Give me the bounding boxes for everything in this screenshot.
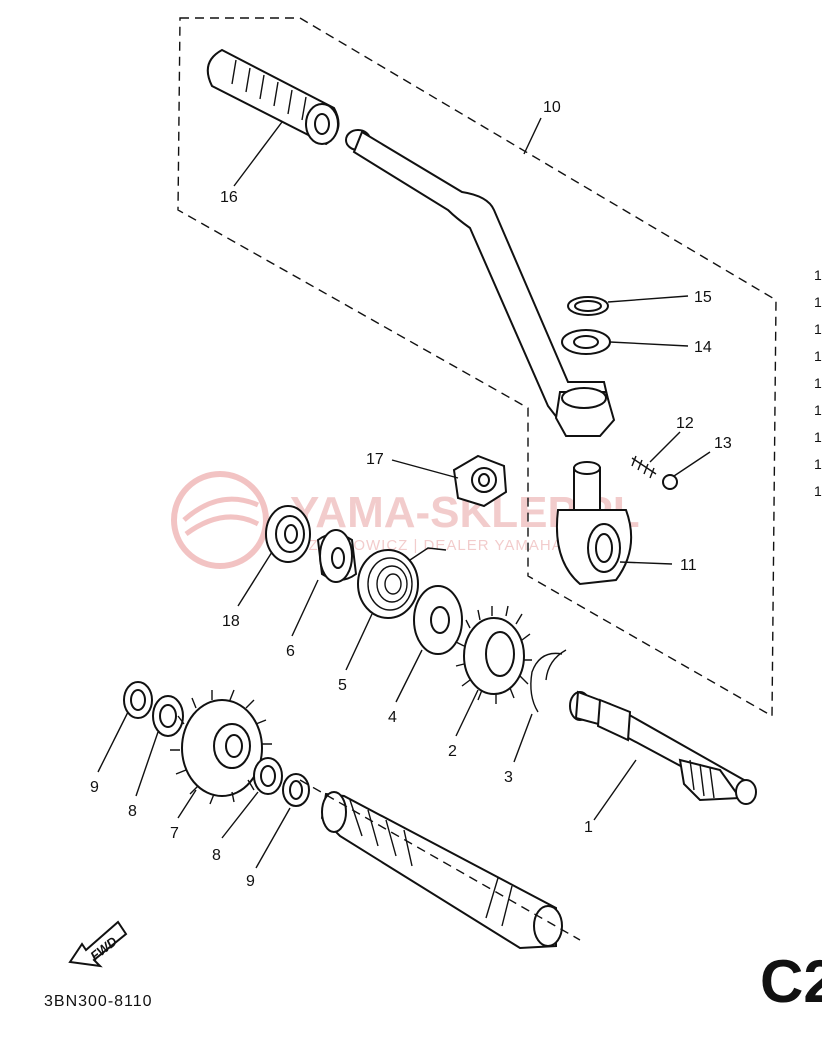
margin-index: 1 1 1 1 1 1 1 1 1 [814,267,822,499]
callout-4: 4 [388,709,397,726]
ball-13 [662,474,678,490]
kick-lever-assembly-boundary [177,17,777,718]
callout-15: 15 [694,289,712,306]
part-code: 3BN300-8110 [44,993,153,1010]
callout-18: 18 [222,613,240,630]
washer-4 [413,585,463,655]
washer-8-lower [253,757,283,795]
margin-number: 1 [814,375,822,391]
leader-lines [97,117,711,869]
callout-5: 5 [338,677,347,694]
callout-9-lower: 9 [246,873,255,890]
margin-number: 1 [814,483,822,499]
callout-16: 16 [220,189,238,206]
idle-shaft [299,779,581,950]
fwd-arrow-icon: FWD [68,920,128,968]
circlip-9-lower [282,773,310,807]
margin-number: 1 [814,429,822,445]
callout-3: 3 [504,769,513,786]
figure-label: C2 [760,948,822,1015]
callout-1: 1 [584,819,593,836]
callout-14: 14 [694,339,712,356]
callout-11: 11 [680,557,697,574]
callout-8-lower: 8 [212,847,221,864]
callout-7: 7 [170,825,179,842]
margin-number: 1 [814,321,822,337]
callout-labels: 10 16 15 14 12 13 17 11 18 6 5 4 2 3 1 9… [90,99,732,890]
callout-13: 13 [714,435,732,452]
torsion-spring-5 [357,547,447,619]
callout-12: 12 [676,415,694,432]
ratchet-gear-2 [455,605,532,704]
bearing-18 [265,505,311,563]
margin-number: 1 [814,294,822,310]
callout-9-upper: 9 [90,779,99,796]
spring-12 [631,455,657,479]
callout-17: 17 [366,451,384,468]
watermark-logo [171,471,269,569]
nut-17 [452,454,508,508]
kick-grip [206,48,340,146]
callout-2: 2 [448,743,457,760]
circlip-9-upper [123,681,153,719]
kick-lever-arm [345,129,616,437]
margin-number: 1 [814,456,822,472]
idle-gear-7 [170,689,272,805]
kick-shaft-1 [569,690,757,805]
callout-8-upper: 8 [128,803,137,820]
circlip-15 [567,296,609,316]
washer-14 [561,329,611,355]
spring-guide-6 [316,529,358,583]
callout-10: 10 [543,99,561,116]
circlip-3 [530,649,567,713]
kick-boss-11 [555,461,633,586]
callout-6: 6 [286,643,295,660]
margin-number: 1 [814,402,822,418]
washer-8-upper [152,695,184,737]
margin-number: 1 [814,267,822,283]
margin-number: 1 [814,348,822,364]
